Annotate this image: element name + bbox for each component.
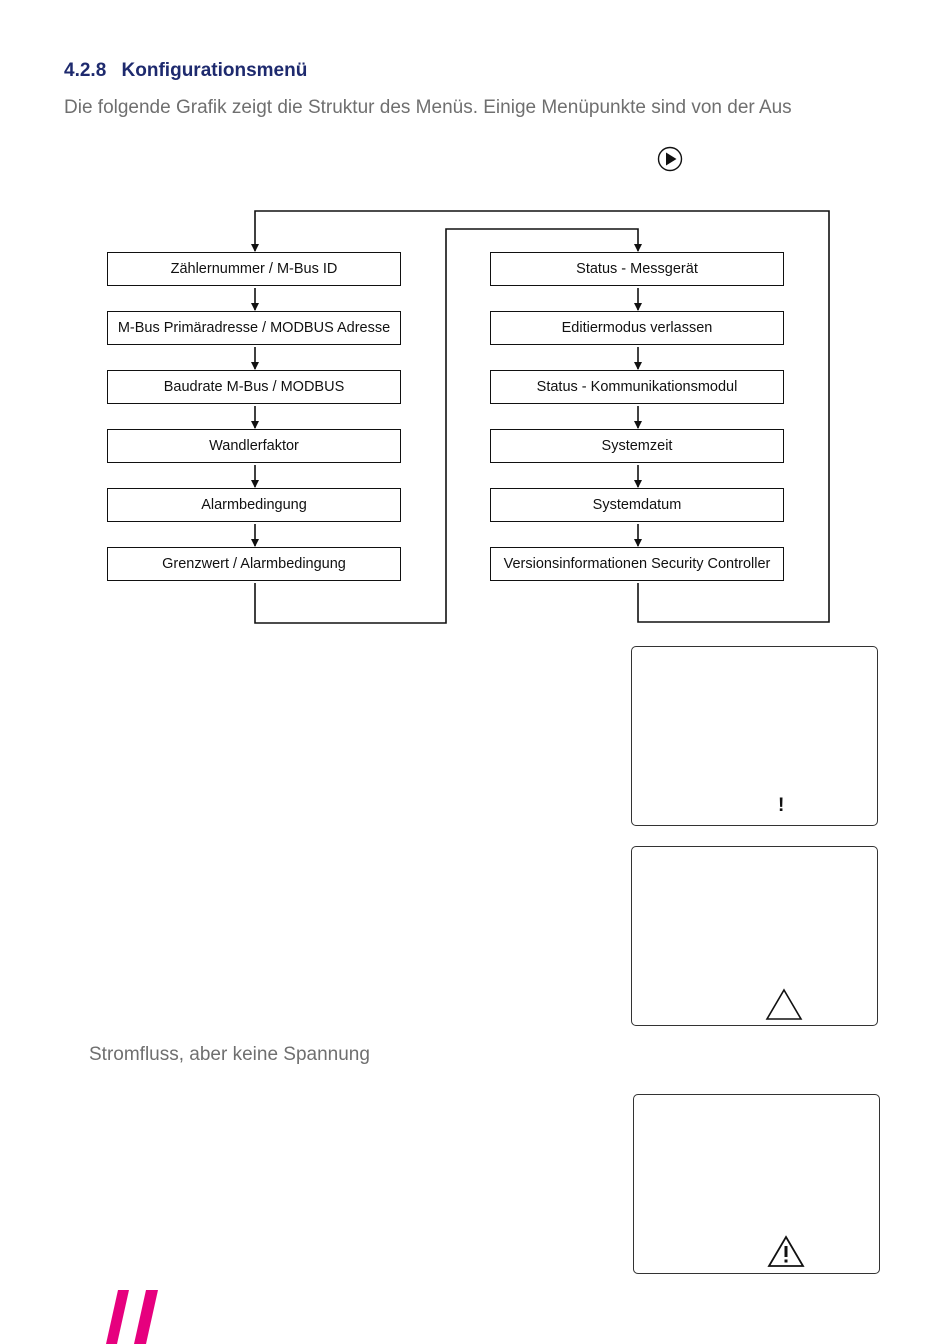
section-heading: 4.2.8 Konfigurationsmenü [64, 60, 307, 82]
triangle-outline-icon [765, 988, 803, 1020]
menu-item-editiermodus: Editiermodus verlassen [490, 311, 784, 345]
menu-item-status-messgeraet: Status - Messgerät [490, 252, 784, 286]
caption-text: Stromfluss, aber keine Spannung [89, 1044, 370, 1065]
intro-paragraph: Die folgende Grafik zeigt die Struktur d… [64, 97, 792, 118]
menu-item-versionsinformationen: Versionsinformationen Security Controlle… [490, 547, 784, 581]
menu-item-systemzeit: Systemzeit [490, 429, 784, 463]
brand-logo-icon [106, 1290, 158, 1344]
menu-item-status-kommunikation: Status - Kommunikationsmodul [490, 370, 784, 404]
display-panel-3 [633, 1094, 880, 1274]
display-panel-2 [631, 846, 878, 1026]
menu-item-baudrate: Baudrate M-Bus / MODBUS [107, 370, 401, 404]
menu-item-systemdatum: Systemdatum [490, 488, 784, 522]
section-number: 4.2.8 [64, 60, 107, 81]
section-title: Konfigurationsmenü [121, 60, 308, 81]
menu-item-grenzwert: Grenzwert / Alarmbedingung [107, 547, 401, 581]
menu-item-wandlerfaktor: Wandlerfaktor [107, 429, 401, 463]
menu-item-primaeradresse: M-Bus Primäradresse / MODBUS Adresse [107, 311, 401, 345]
menu-item-zaehlernummer: Zählernummer / M-Bus ID [107, 252, 401, 286]
menu-item-alarmbedingung: Alarmbedingung [107, 488, 401, 522]
play-circle-icon [657, 146, 683, 172]
warning-triangle-icon [767, 1235, 805, 1267]
display-panel-1 [631, 646, 878, 826]
exclamation-icon: ! [778, 795, 785, 816]
